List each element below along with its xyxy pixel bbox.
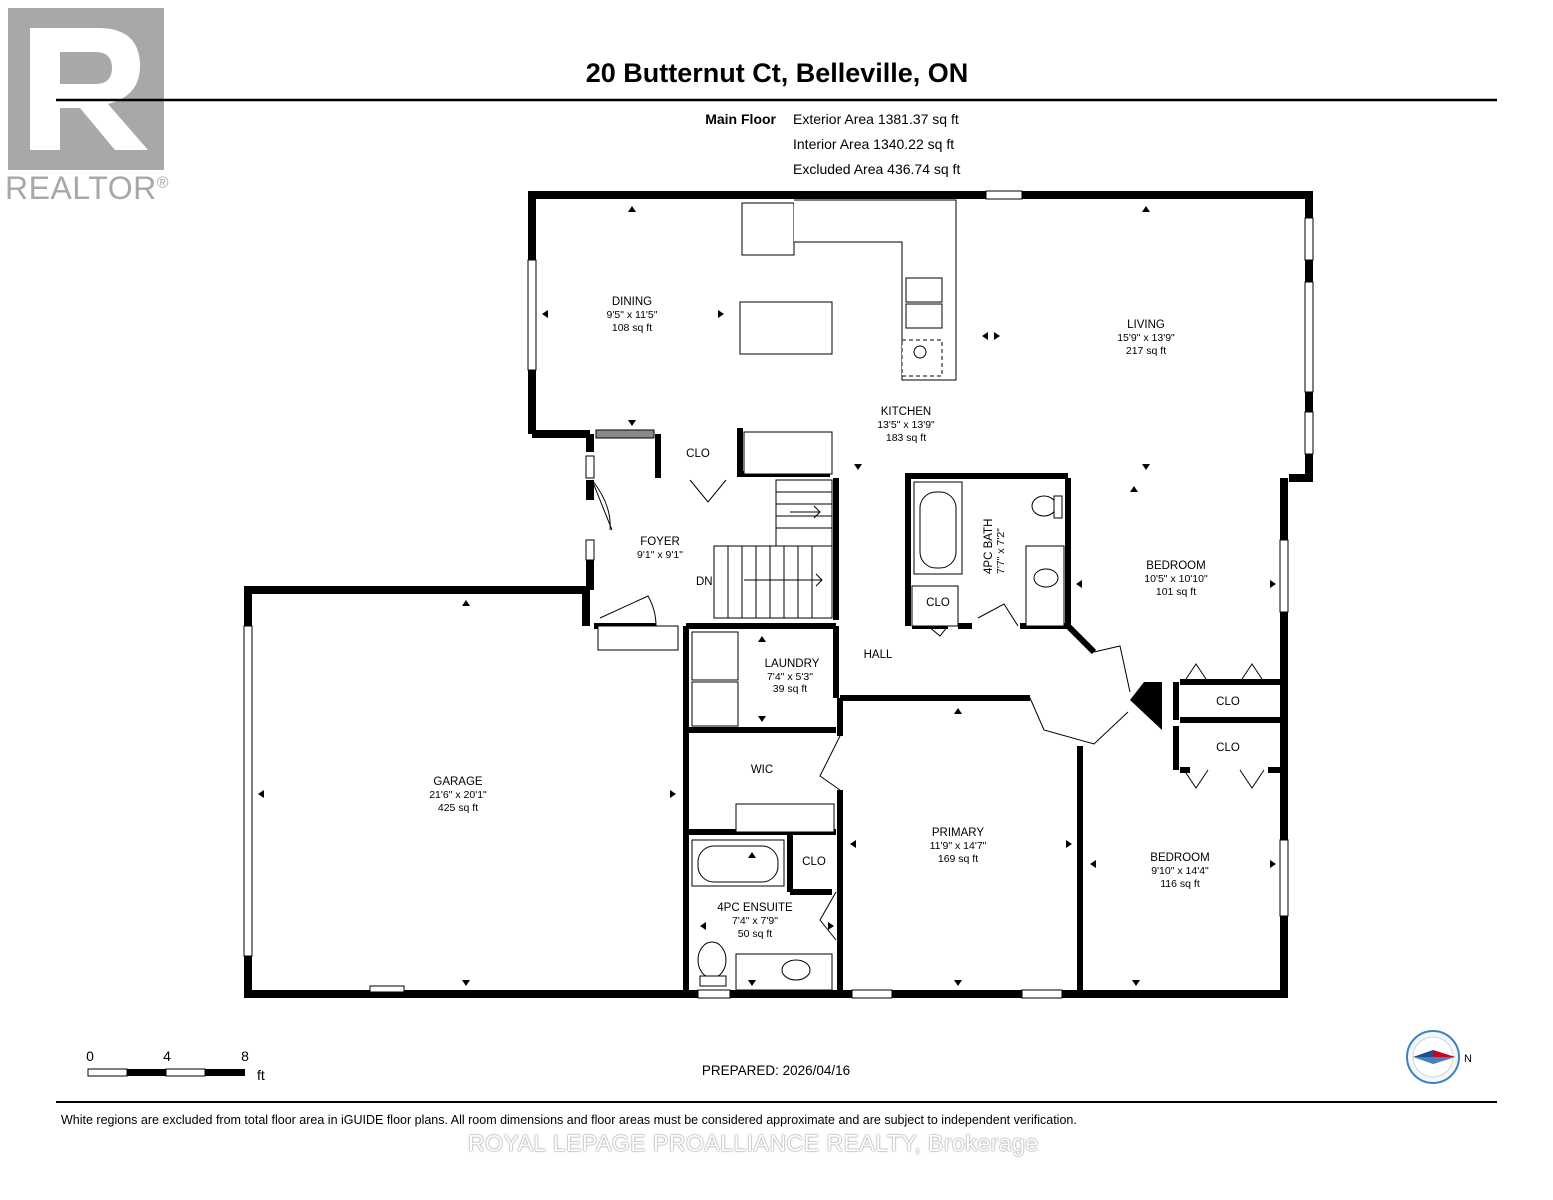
- room-dining: DINING 9'5" x 11'5" 108 sq ft: [607, 296, 658, 334]
- room-dims: 9'5" x 11'5": [607, 309, 658, 321]
- scale-tick-0: 0: [86, 1048, 94, 1064]
- room-foyer: FOYER 9'1" x 9'1": [637, 536, 683, 561]
- room-bedroom-1: BEDROOM 10'5" x 10'10" 101 sq ft: [1144, 560, 1208, 598]
- room-name: KITCHEN: [881, 406, 931, 418]
- scale-unit: ft: [257, 1067, 265, 1083]
- closet-label-bedroom2: CLO: [1216, 742, 1240, 754]
- closet-label-foyer: CLO: [686, 448, 710, 460]
- closet-label-ensuite: CLO: [802, 856, 826, 868]
- room-area: 425 sq ft: [438, 802, 478, 814]
- prepared-date: PREPARED: 2026/04/16: [702, 1063, 850, 1078]
- room-living: LIVING 15'9" x 13'9" 217 sq ft: [1117, 319, 1175, 357]
- room-bath: 4PC BATH 7'7" x 7'2": [983, 519, 1007, 574]
- room-dims: 9'10" x 14'4": [1151, 865, 1209, 877]
- room-name: 4PC BATH: [983, 519, 995, 574]
- room-primary: PRIMARY 11'9" x 14'7" 169 sq ft: [930, 827, 987, 865]
- door-swings: [591, 479, 1265, 941]
- room-area: 116 sq ft: [1160, 878, 1200, 890]
- room-dims: 7'4" x 7'9": [732, 915, 778, 927]
- exterior-area: Exterior Area 1381.37 sq ft: [793, 111, 959, 127]
- room-dims: 9'1" x 9'1": [637, 549, 683, 561]
- closet-labels: CLO CLO CLO CLO CLO: [686, 448, 1240, 868]
- room-ensuite: 4PC ENSUITE 7'4" x 7'9" 50 sq ft: [717, 902, 793, 940]
- room-dims: 10'5" x 10'10": [1144, 573, 1208, 585]
- compass-north-label: N: [1464, 1053, 1472, 1065]
- room-garage: GARAGE 21'6" x 20'1" 425 sq ft: [429, 776, 487, 814]
- windows: [243, 190, 1314, 999]
- room-dims: 13'5" x 13'9": [877, 419, 935, 431]
- compass-icon: N: [1406, 1030, 1472, 1084]
- bath-fixtures: [691, 481, 1065, 991]
- room-name: GARAGE: [433, 776, 483, 788]
- realtor-wordmark: REALTOR®: [5, 170, 169, 207]
- room-hall: HALL: [864, 649, 893, 661]
- room-name: BEDROOM: [1146, 560, 1205, 572]
- room-name: DINING: [612, 296, 652, 308]
- room-area: 183 sq ft: [886, 432, 926, 444]
- room-area: 50 sq ft: [738, 928, 773, 940]
- room-name: LAUNDRY: [765, 658, 820, 670]
- realtor-logo: [8, 8, 164, 170]
- room-name: PRIMARY: [932, 827, 985, 839]
- scale-tick-8: 8: [241, 1048, 249, 1064]
- room-dims: 21'6" x 20'1": [429, 789, 487, 801]
- room-kitchen: KITCHEN 13'5" x 13'9" 183 sq ft: [877, 406, 935, 444]
- disclaimer: White regions are excluded from total fl…: [61, 1113, 1077, 1127]
- floor-label: Main Floor: [705, 111, 776, 127]
- room-name: BEDROOM: [1150, 852, 1209, 864]
- brokerage-watermark: ROYAL LEPAGE PROALLIANCE REALTY, Brokera…: [468, 1130, 1039, 1156]
- room-name: 4PC ENSUITE: [717, 902, 793, 914]
- room-area: 39 sq ft: [773, 683, 808, 695]
- room-name: LIVING: [1127, 319, 1165, 331]
- dimension-arrows: [258, 206, 1276, 986]
- page-title: 20 Butternut Ct, Belleville, ON: [586, 58, 969, 88]
- room-name: WIC: [751, 764, 773, 776]
- room-dims: 15'9" x 13'9": [1117, 332, 1175, 344]
- room-name: FOYER: [640, 536, 680, 548]
- room-area: 108 sq ft: [612, 322, 652, 334]
- scale-bar: 0 4 8 ft: [86, 1048, 265, 1083]
- room-dims: 11'9" x 14'7": [930, 840, 987, 852]
- room-bedroom-2: BEDROOM 9'10" x 14'4" 116 sq ft: [1150, 852, 1209, 890]
- room-dims: 7'7" x 7'2": [995, 528, 1007, 574]
- registered-mark: ®: [156, 174, 169, 192]
- kitchen-fixtures: [739, 199, 957, 475]
- garage-step: [369, 985, 405, 993]
- realtor-word: REALTOR: [5, 170, 157, 206]
- stairs-down-label: DN: [696, 576, 713, 588]
- room-laundry: LAUNDRY 7'4" x 5'3" 39 sq ft: [765, 658, 820, 695]
- stairs: [713, 479, 833, 619]
- interior-area: Interior Area 1340.22 sq ft: [793, 136, 954, 152]
- closet-label-bath: CLO: [926, 597, 950, 609]
- closet-label-bedroom1: CLO: [1216, 696, 1240, 708]
- room-area: 101 sq ft: [1156, 586, 1196, 598]
- room-dims: 7'4" x 5'3": [767, 671, 813, 683]
- room-wic: WIC: [751, 764, 773, 776]
- room-area: 169 sq ft: [938, 853, 978, 865]
- room-area: 217 sq ft: [1126, 345, 1166, 357]
- scale-tick-4: 4: [163, 1048, 171, 1064]
- excluded-area: Excluded Area 436.74 sq ft: [793, 161, 960, 177]
- room-name: HALL: [864, 649, 893, 661]
